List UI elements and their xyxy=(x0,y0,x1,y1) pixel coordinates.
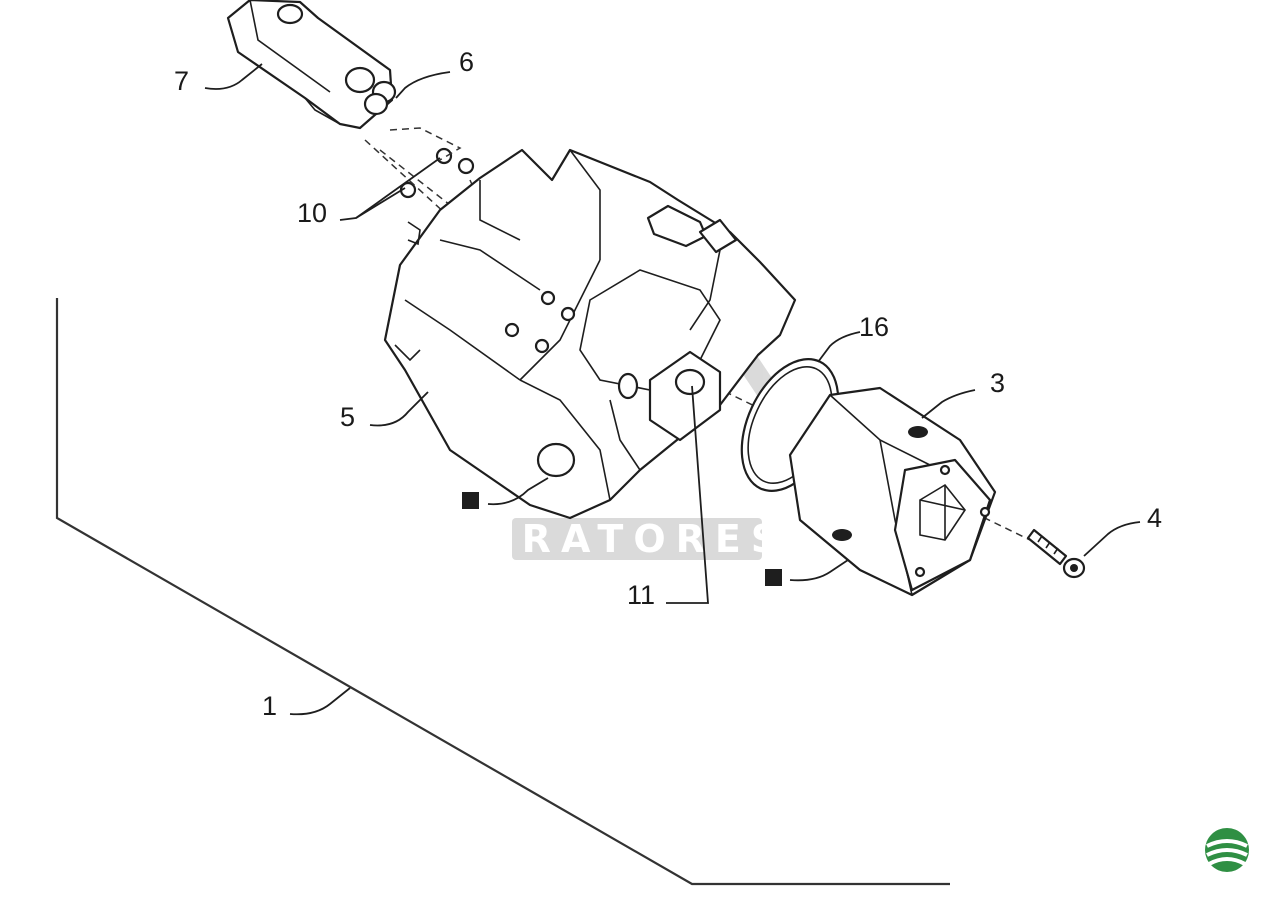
callout-10: 10 xyxy=(297,198,327,228)
assembly-bracket xyxy=(55,298,950,886)
watermark-text: TRATORES xyxy=(486,517,788,561)
filled-square-marker xyxy=(462,492,479,509)
leaf-globe-icon xyxy=(1205,828,1249,872)
callout-4: 4 xyxy=(1147,503,1162,533)
callout-6: 6 xyxy=(459,47,474,77)
callout-labels: 7 6 10 5 11 16 3 4 1 xyxy=(174,47,1162,721)
callout-1: 1 xyxy=(262,691,277,721)
callout-7: 7 xyxy=(174,66,189,96)
o-rings xyxy=(399,147,475,199)
leader-lines xyxy=(204,63,1141,716)
valve-cartridge xyxy=(226,0,397,130)
callout-3: 3 xyxy=(990,368,1005,398)
filled-square-marker xyxy=(765,569,782,586)
gear-pump xyxy=(788,386,997,597)
callout-5: 5 xyxy=(340,402,355,432)
callout-11: 11 xyxy=(627,580,655,610)
bolt xyxy=(1026,528,1086,579)
pump-body xyxy=(383,148,797,520)
callout-16: 16 xyxy=(859,312,889,342)
legend-markers xyxy=(462,492,782,586)
